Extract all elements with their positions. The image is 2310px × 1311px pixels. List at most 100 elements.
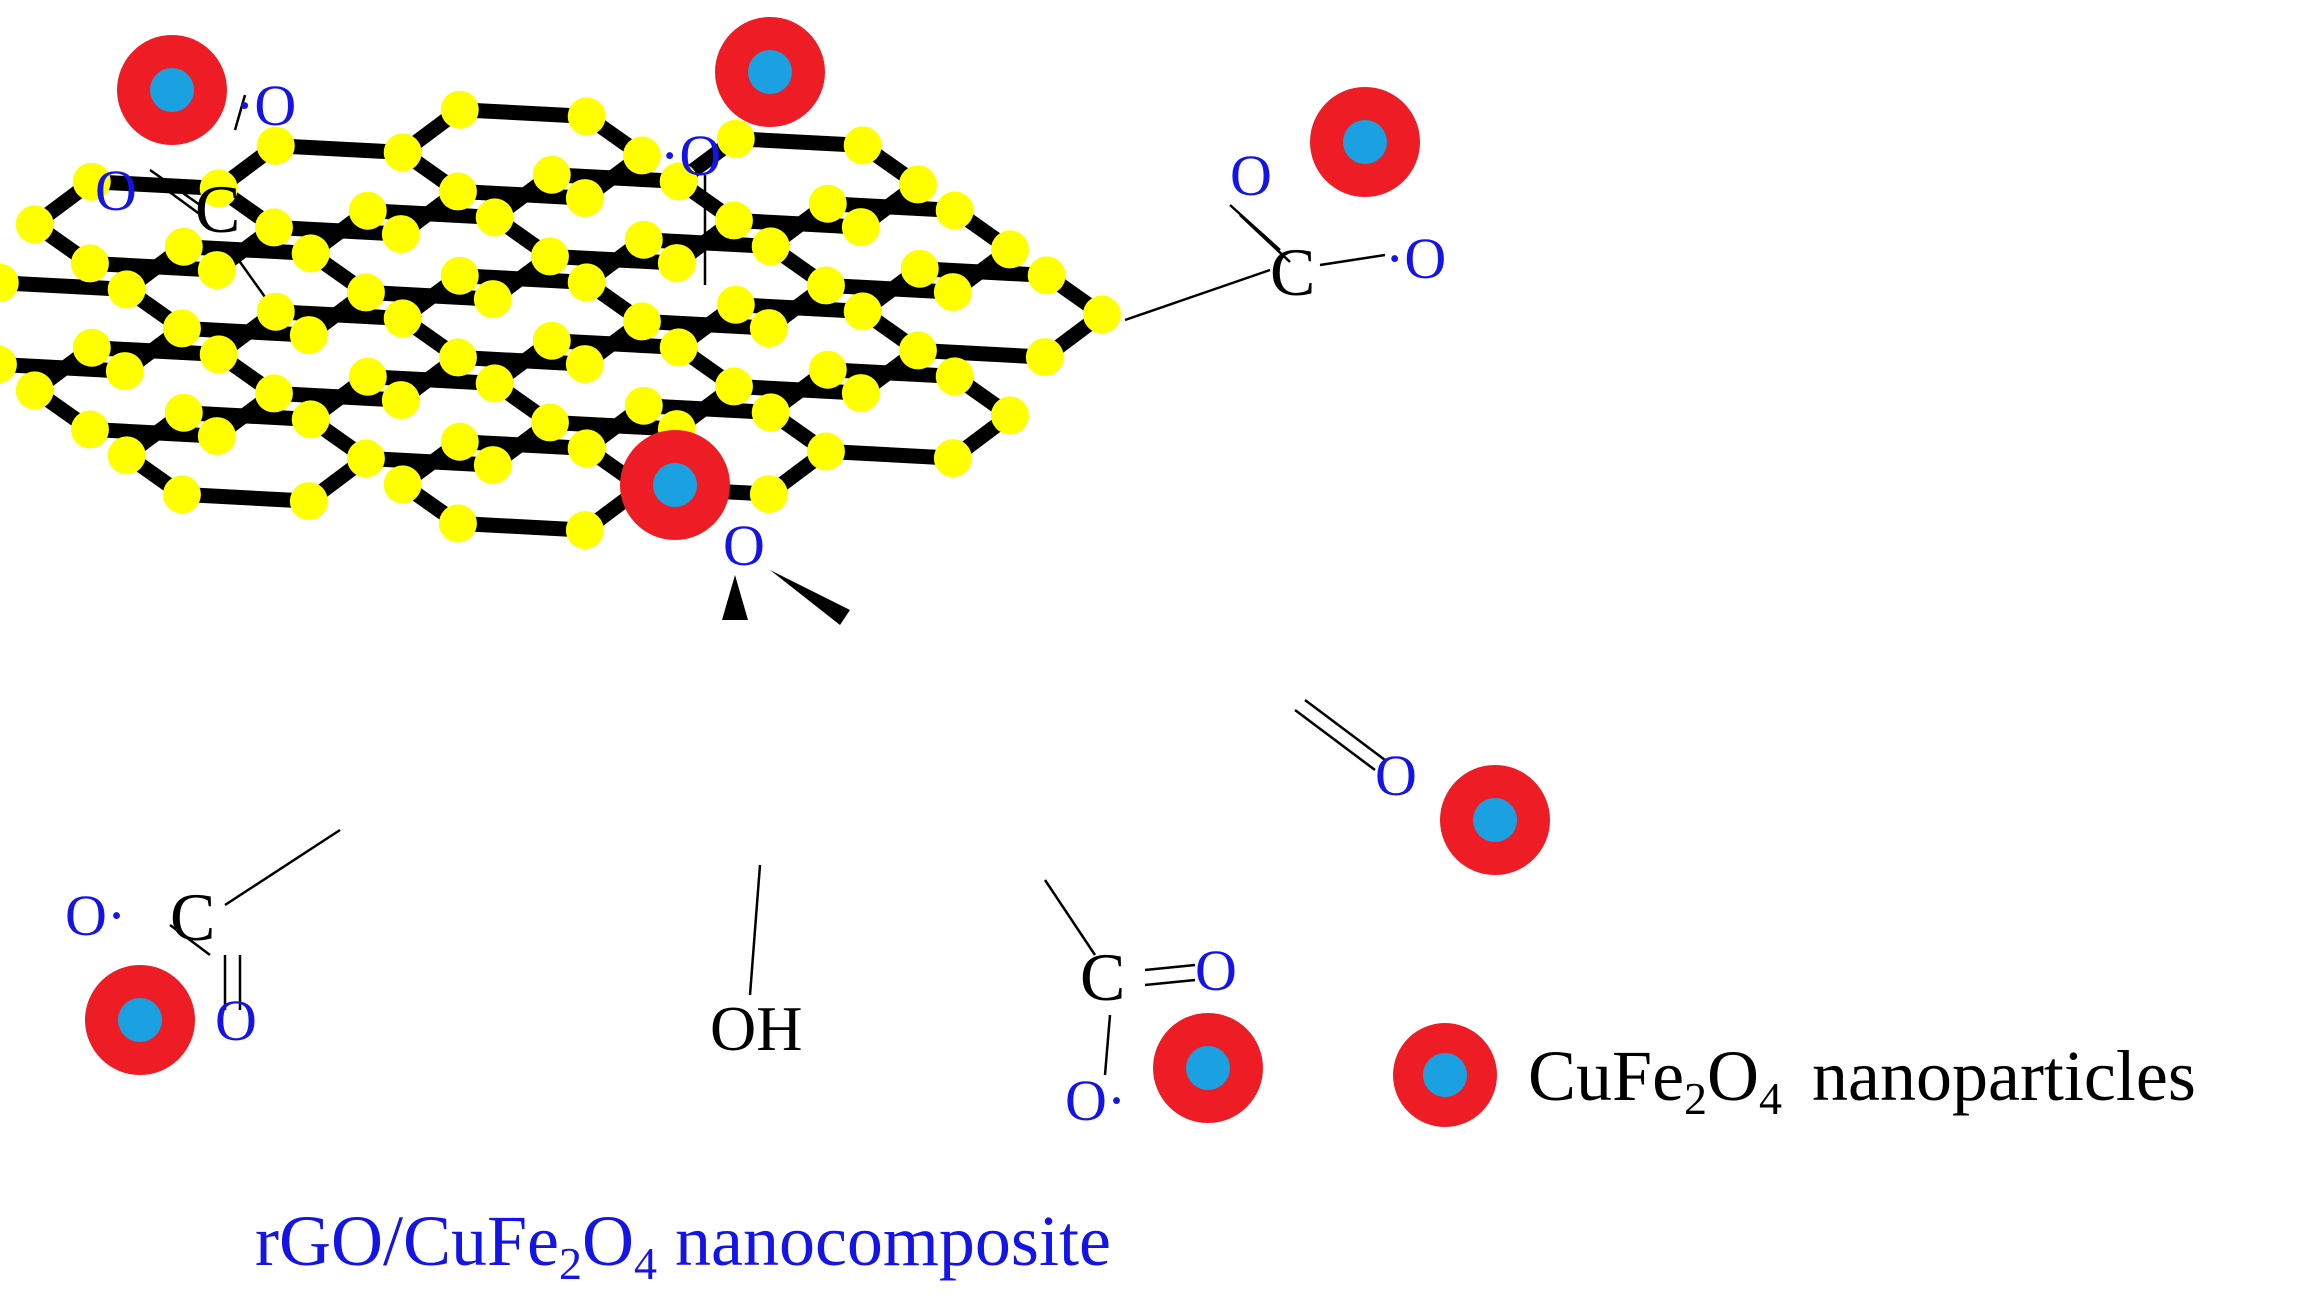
carbon-atom xyxy=(806,266,845,305)
cc-bond xyxy=(636,398,779,420)
cc-bond xyxy=(174,486,317,509)
group-bond xyxy=(1294,709,1376,771)
carbon-atom xyxy=(107,436,146,475)
carbon-atom xyxy=(749,309,788,348)
carbon-atom xyxy=(199,335,238,374)
carbon-atom xyxy=(933,273,972,312)
cufe2o4-nanoparticle xyxy=(85,965,195,1075)
carbon-atom xyxy=(808,184,847,223)
carbon-atom xyxy=(383,465,422,504)
carbon-atom xyxy=(440,256,479,295)
cufe2o4-nanoparticle xyxy=(1440,765,1550,875)
label-hydroxyl: OH xyxy=(710,993,802,1064)
label-oxygen-radical-br: O· xyxy=(1065,1068,1126,1133)
label-oxygen-radical-tl: ·O xyxy=(235,73,296,138)
carbon-atom xyxy=(107,270,146,309)
carbon-atom xyxy=(714,367,753,406)
carbon-atom xyxy=(0,345,17,384)
group-bond xyxy=(1144,963,1196,972)
carbon-atom xyxy=(381,215,420,254)
cc-bond xyxy=(176,239,319,261)
carbon-atom xyxy=(291,400,330,439)
carbon-atom xyxy=(475,198,514,237)
cufe2o4-nanoparticle xyxy=(117,35,227,145)
cc-bond xyxy=(544,167,687,189)
label-oxygen-center: O xyxy=(723,513,765,578)
cc-bond xyxy=(360,203,503,225)
carbon-atom xyxy=(381,381,420,420)
carbon-atom xyxy=(622,302,661,341)
carbon-atom xyxy=(624,386,663,425)
carbon-atom xyxy=(254,208,293,247)
group-bond xyxy=(149,168,201,207)
cc-bond xyxy=(360,369,503,391)
carbon-atom xyxy=(843,292,882,331)
epoxide-wedge xyxy=(722,575,748,620)
cc-bond xyxy=(452,434,595,456)
carbon-atom xyxy=(197,251,236,290)
label-oxygen-radical-bl: O· xyxy=(65,883,126,948)
group-bond xyxy=(159,183,206,220)
carbon-atom xyxy=(898,331,937,370)
label-oxygen-radical-tc: ·O xyxy=(660,123,721,188)
carbon-atom xyxy=(438,504,477,543)
carbon-atom xyxy=(291,234,330,273)
carbon-atom xyxy=(751,393,790,432)
epoxide-wedge xyxy=(770,570,850,625)
carbon-atom xyxy=(714,201,753,240)
caption: rGO/CuFe2O4 nanocomposite xyxy=(255,1201,1111,1289)
label-oxygen-right: O xyxy=(1375,743,1417,808)
cc-bond xyxy=(268,304,411,326)
group-bond xyxy=(1043,879,1097,956)
carbon-atom xyxy=(565,511,604,550)
group-bond xyxy=(1319,253,1386,267)
carbon-atom xyxy=(289,316,328,355)
cc-bond xyxy=(820,362,963,384)
carbon-atom xyxy=(105,352,144,391)
carbon-atom xyxy=(898,165,937,204)
carbon-atom xyxy=(565,345,604,384)
carbon-atom xyxy=(70,410,109,449)
label-carbon-tl: C xyxy=(195,171,240,247)
cc-bond xyxy=(450,515,593,538)
carbon-atom xyxy=(935,357,974,396)
carbon-atom xyxy=(567,263,606,302)
carbon-atom xyxy=(1027,256,1066,295)
carbon-atom xyxy=(256,126,295,165)
carbon-atom xyxy=(990,230,1029,269)
carbon-atom xyxy=(567,97,606,136)
cc-bond xyxy=(820,196,963,218)
carbon-atom xyxy=(530,403,569,442)
cufe2o4-nanoparticle xyxy=(1310,87,1420,197)
group-bond xyxy=(1124,268,1271,322)
cc-bond xyxy=(728,131,871,153)
cc-bond xyxy=(912,261,1055,283)
cc-bond xyxy=(636,232,779,254)
cc-bond xyxy=(84,174,227,196)
nanoparticles xyxy=(85,17,1550,1123)
carbon-atom xyxy=(383,299,422,338)
carbon-atom xyxy=(72,162,111,201)
carbon-atom xyxy=(567,429,606,468)
carbon-atom xyxy=(164,393,203,432)
carbon-atom xyxy=(900,249,939,288)
carbon-atom xyxy=(1082,295,1121,334)
group-bond xyxy=(224,828,341,907)
functional-group-links xyxy=(149,94,1386,1076)
carbon-atom xyxy=(751,227,790,266)
carbon-atom xyxy=(933,439,972,478)
label-oxygen-br: O xyxy=(1195,938,1237,1003)
cc-bond xyxy=(268,138,411,160)
cc-bond xyxy=(84,340,227,362)
group-bond xyxy=(748,864,762,996)
carbon-atom xyxy=(841,208,880,247)
carbon-atom xyxy=(440,90,479,129)
carbon-atom xyxy=(438,172,477,211)
label-oxygen-tr: O xyxy=(1230,143,1272,208)
cc-bond xyxy=(452,102,595,124)
carbon-atom xyxy=(15,371,54,410)
carbon-atom xyxy=(440,422,479,461)
